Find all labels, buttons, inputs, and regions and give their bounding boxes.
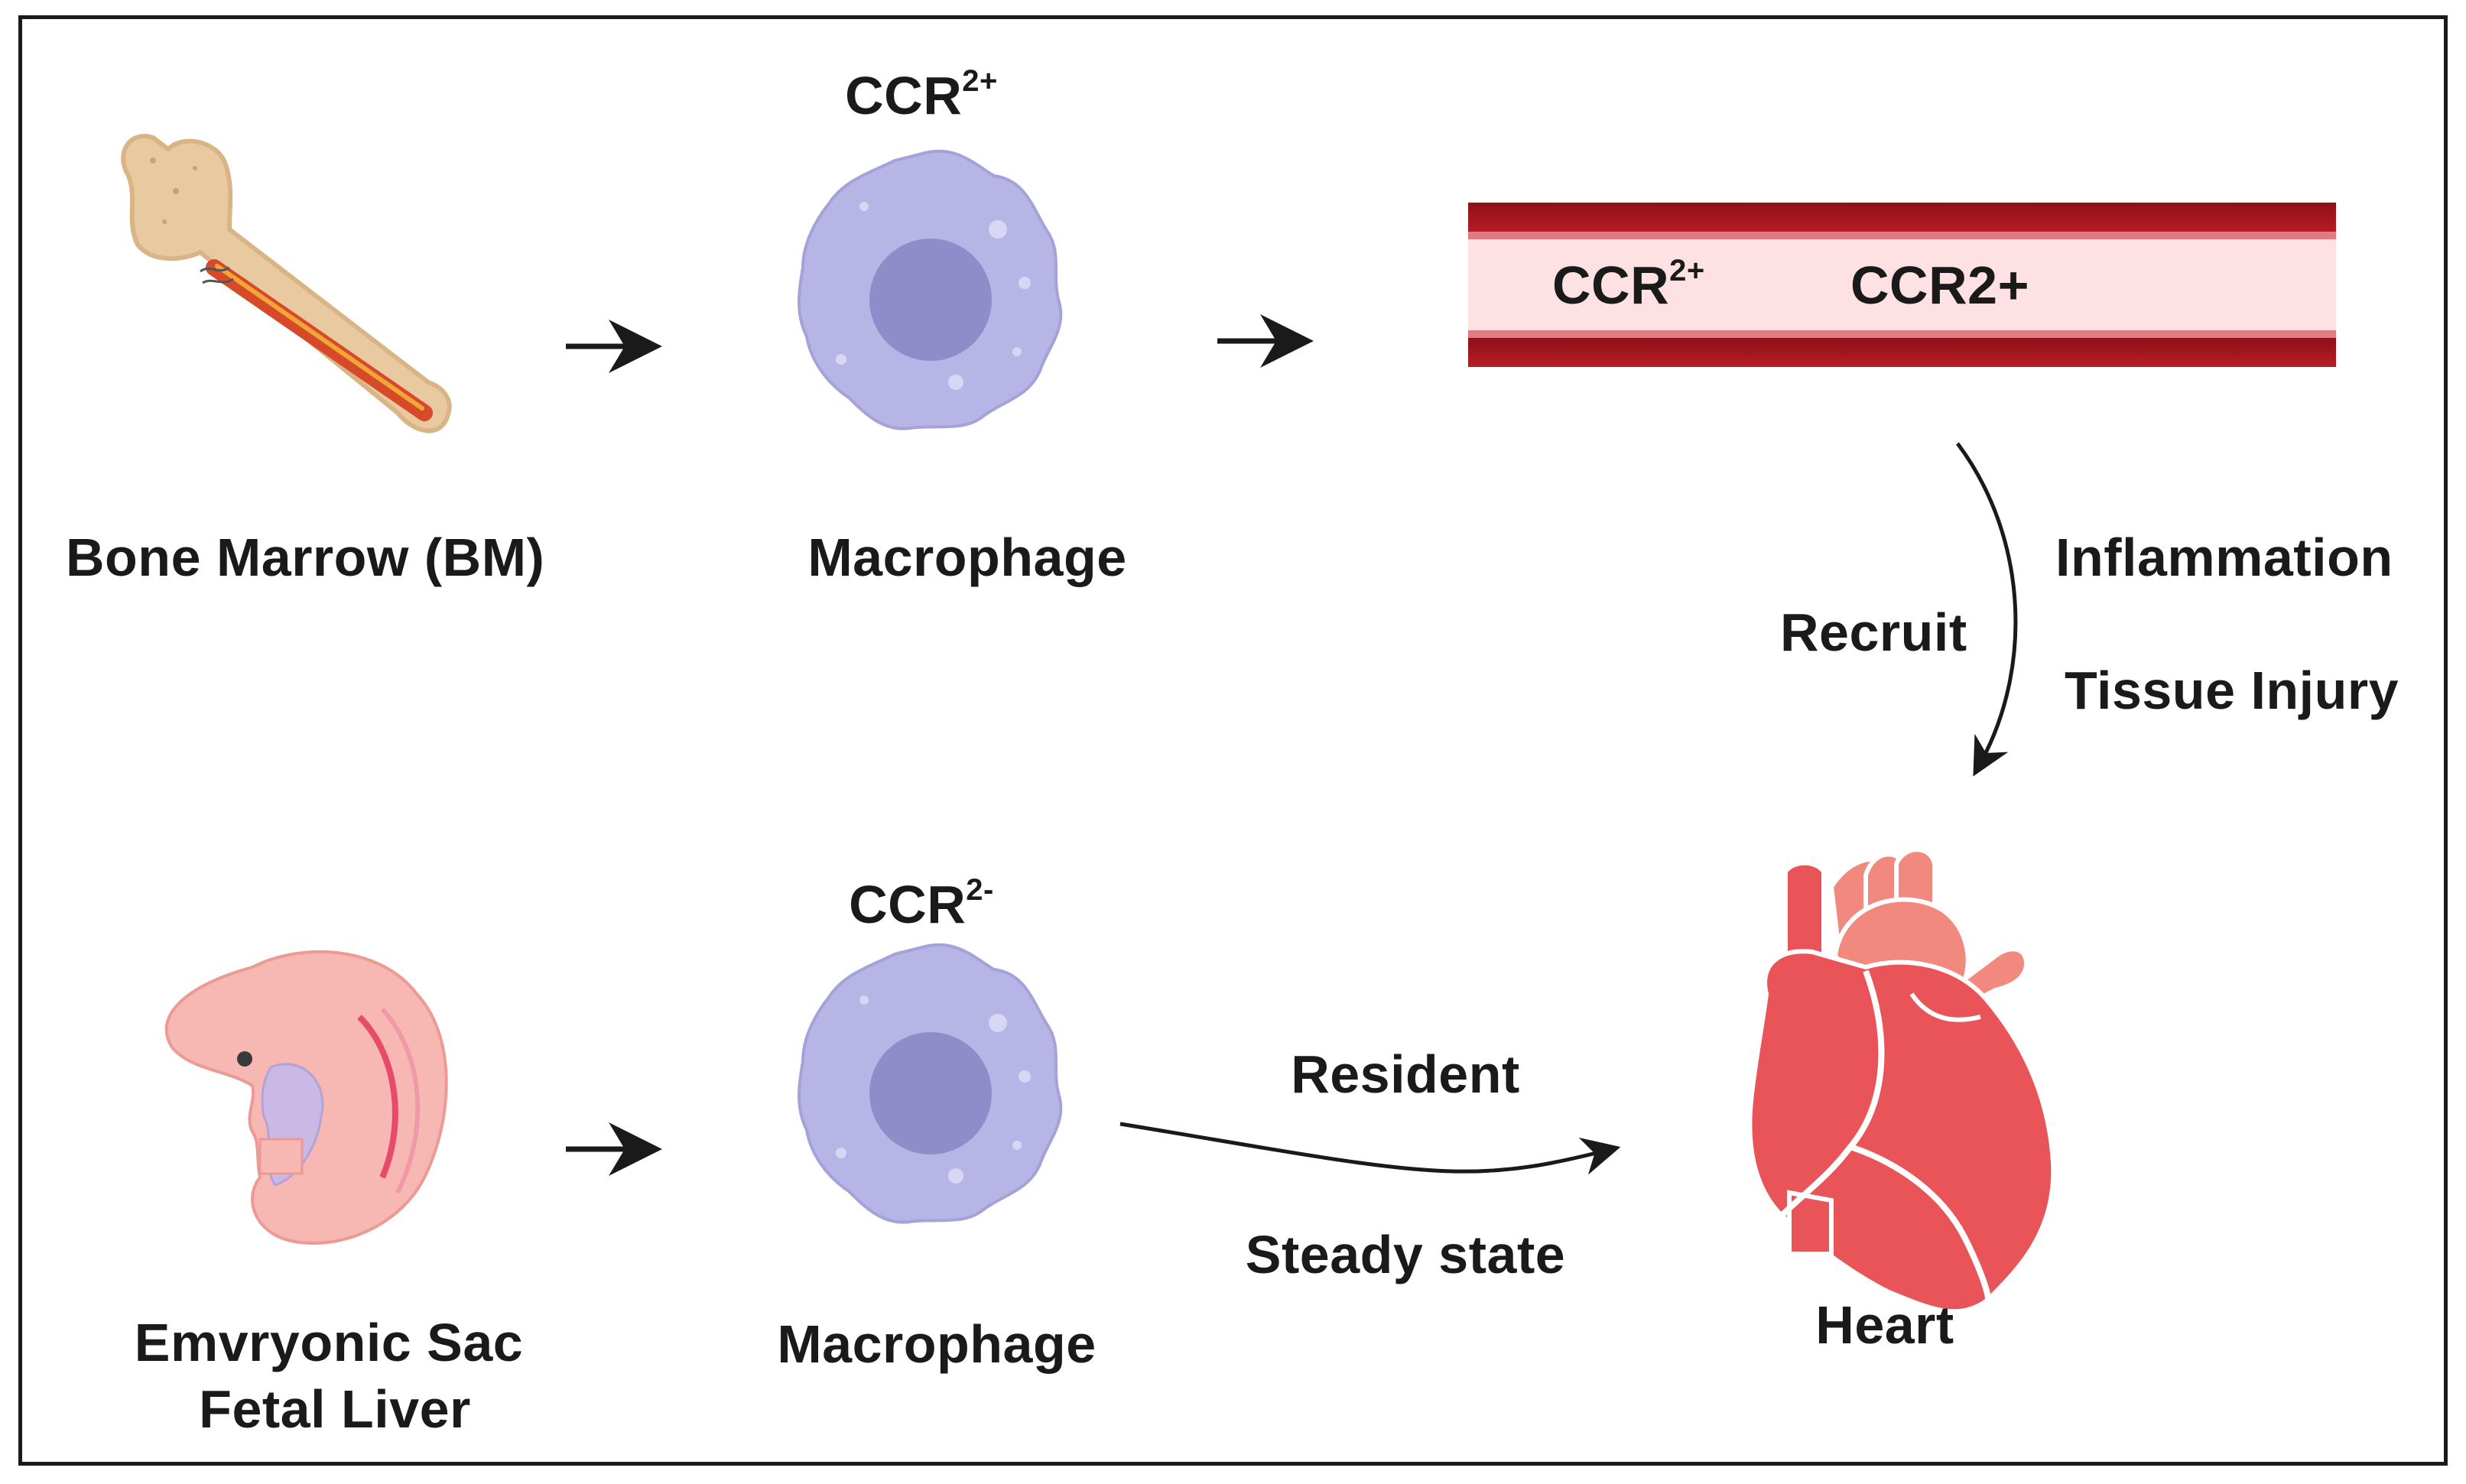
ccr-label-superscript: 2+	[1669, 254, 1705, 287]
ccr-label-base: CCR	[1552, 255, 1670, 315]
macrophage-label-top: Macrophage	[807, 528, 1127, 587]
resident-label: Resident	[1291, 1044, 1520, 1104]
steady-state-label: Steady state	[1245, 1225, 1566, 1284]
vessel-ccr2-positive-label: CCR2+	[1552, 252, 1705, 318]
recruit-label: Recruit	[1780, 602, 1967, 662]
ccr-label-superscript: 2-	[966, 873, 994, 907]
ccr-label-base: CCR	[849, 875, 967, 934]
arrow-resident	[1119, 1122, 1621, 1175]
bone-marrow-label: Bone Marrow (BM)	[66, 528, 545, 587]
heart-label: Heart	[1815, 1295, 1954, 1355]
embryonic-sac-label: Emvryonic Sac	[134, 1313, 524, 1372]
blood-vessel-icon	[1468, 203, 2336, 367]
macrophage-bottom-icon	[798, 943, 1063, 1224]
embryo-icon	[164, 950, 448, 1245]
ccr2-positive-label-top: CCR2+	[845, 63, 998, 128]
macrophage-label-bottom: Macrophage	[777, 1314, 1097, 1374]
ccr-label-superscript: 2+	[962, 64, 998, 98]
figure-border	[18, 15, 2448, 1466]
bone-marrow-icon	[121, 134, 452, 434]
vessel-ccr2plus-label: CCR2+	[1850, 255, 2029, 315]
heart-icon	[1747, 847, 2056, 1314]
arrow-recruit	[1955, 442, 2018, 777]
ccr-label-base: CCR	[845, 66, 963, 125]
macrophage-top-icon	[798, 149, 1063, 430]
inflammation-label: Inflammation	[2055, 528, 2393, 587]
tissue-injury-label: Tissue Injury	[2065, 661, 2399, 720]
ccr2-negative-label-bottom: CCR2-	[849, 872, 994, 937]
fetal-liver-label: Fetal Liver	[199, 1379, 471, 1439]
